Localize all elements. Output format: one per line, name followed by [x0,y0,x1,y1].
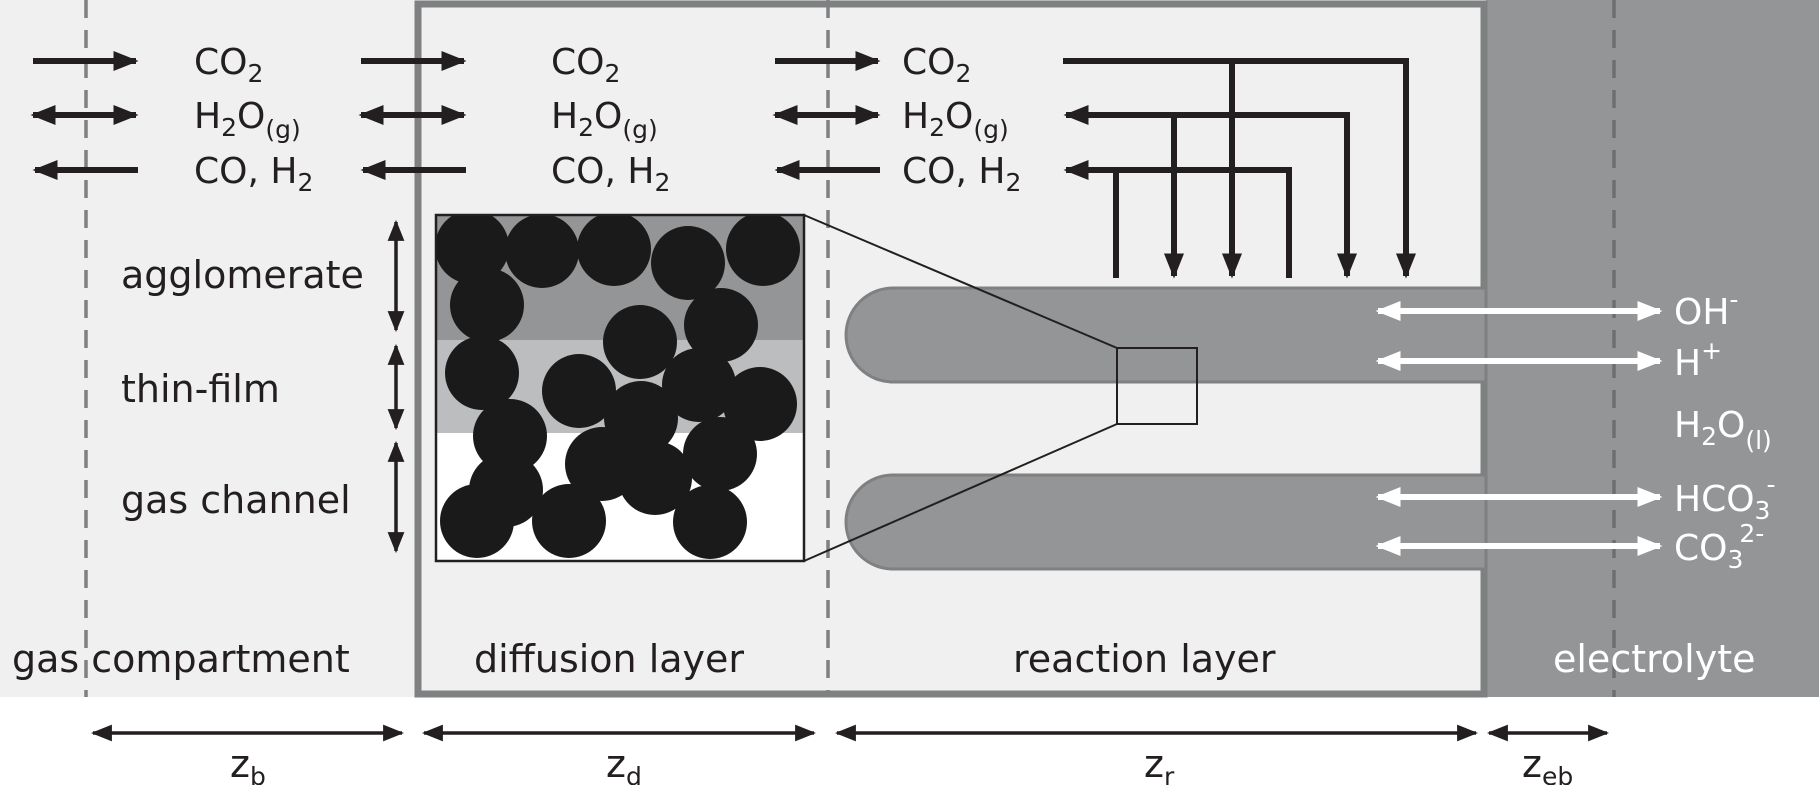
co2-feed-line [1063,58,1417,279]
label-reaction-layer: reaction layer [1013,637,1276,681]
label-zr: zr [1144,742,1175,785]
label-h2o-gas: H2O(g) [194,96,301,144]
particle [445,336,519,410]
particle [683,417,757,491]
label-co2-diffusion: CO2 [551,42,620,88]
label-h2o-reaction: H2O(g) [902,96,1009,144]
label-thin-film: thin-film [121,367,280,411]
reaction-branch-arrows [1063,58,1417,279]
label-hco3: HCO3- [1674,470,1775,525]
particle [673,485,747,559]
label-zeb: zeb [1522,742,1573,785]
label-agglomerate: agglomerate [121,253,364,297]
label-co-h2-reaction: CO, H2 [902,151,1021,197]
label-co-h2-gas: CO, H2 [194,151,313,197]
particle [542,354,616,428]
h2o-feed-line [1063,104,1358,279]
electrolyte-region [1486,0,1819,697]
label-zb: zb [230,742,266,785]
particle [662,348,736,422]
particle [505,215,579,288]
particle [684,288,758,362]
co-h2-product-line [1063,159,1292,278]
particle [618,441,692,515]
pore-lower [844,473,1488,571]
label-h2o-diffusion: H2O(g) [551,96,658,144]
particle [450,268,524,342]
label-gas-channel: gas channel [121,478,351,522]
agglomerate-inset [436,215,804,561]
label-electrolyte: electrolyte [1553,637,1755,681]
ion-arrows [1375,300,1663,557]
label-oh: OH- [1674,285,1738,333]
label-h2o-liquid: H2O(l) [1674,405,1772,455]
particle [651,226,725,300]
gas-flux-arrows [30,50,881,181]
pore-upper [844,286,1488,384]
particle [440,484,514,558]
particle [723,367,797,441]
label-diffusion-layer: diffusion layer [474,637,744,681]
particle [532,484,606,558]
particle [473,399,547,473]
inset-frame [434,213,806,563]
particle [603,305,677,379]
zoom-line-bottom [803,423,1118,562]
label-co-h2-diffusion: CO, H2 [551,151,670,197]
label-co2-reaction: CO2 [902,42,971,88]
particle [726,215,800,286]
label-h: H+ [1674,336,1722,384]
zoom-line-top [803,214,1118,349]
zoom-box [1116,347,1198,425]
label-zd: zd [606,742,642,785]
label-co3: CO32- [1674,519,1764,574]
particles [436,215,800,559]
particle [436,215,509,284]
particle [577,215,651,286]
label-gas-compartment: gas compartment [12,637,350,681]
label-co2-gas: CO2 [194,42,263,88]
